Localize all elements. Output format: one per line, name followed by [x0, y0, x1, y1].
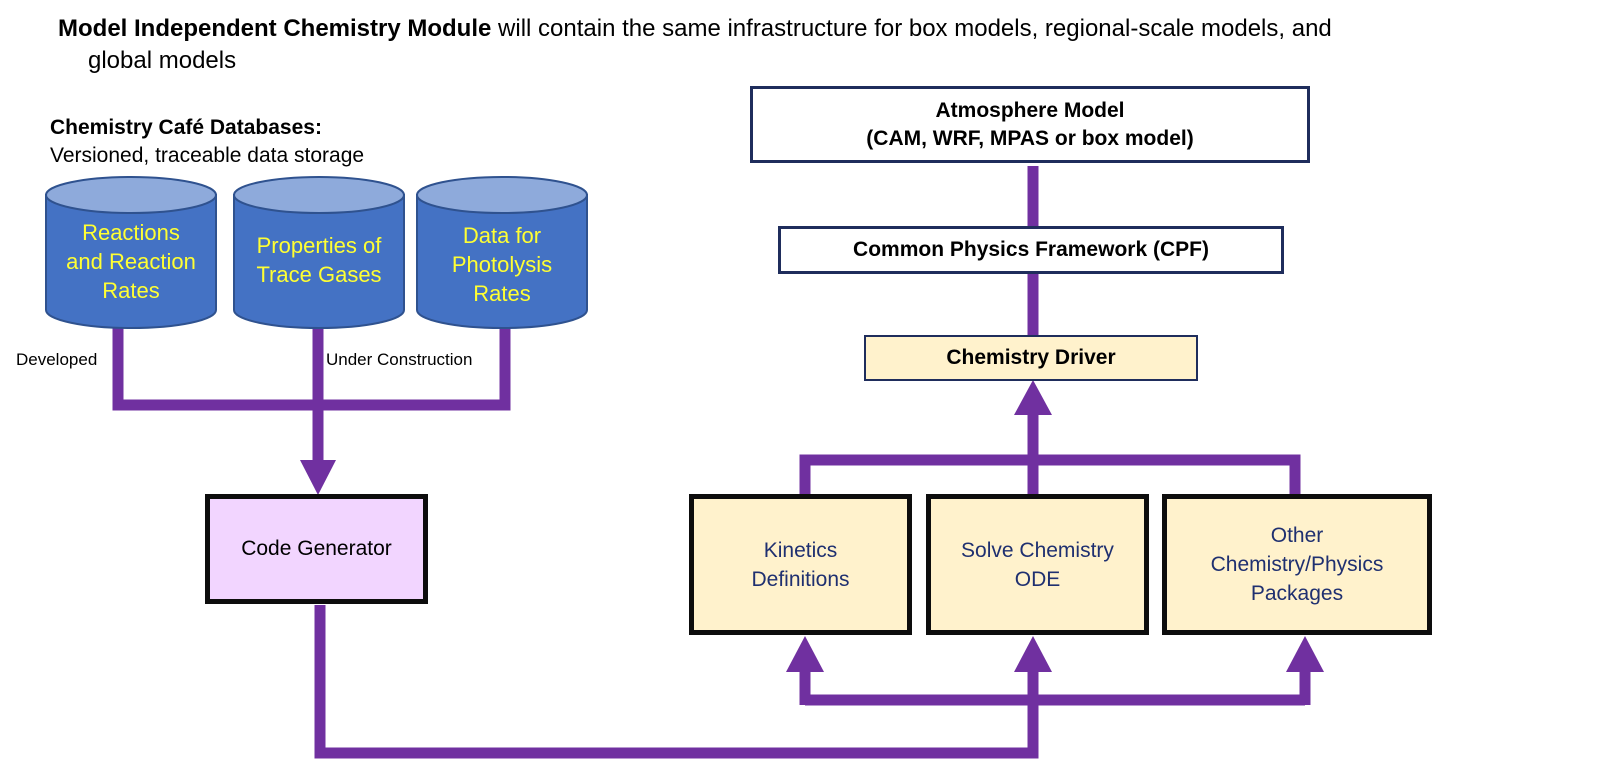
package-label-line: Packages [1250, 582, 1344, 605]
atmosphere-model-subtitle: (CAM, WRF, MPAS or box model) [866, 126, 1194, 150]
chemistry-driver-box: Chemistry Driver [864, 335, 1198, 381]
package-label-line: Other [1270, 524, 1324, 547]
databases-title: Chemistry Café Databases: [50, 116, 322, 139]
db-label-line: Trace Gases [256, 262, 382, 287]
db-label-line: Reactions [82, 220, 180, 245]
atmosphere-model-box: Atmosphere Model (CAM, WRF, MPAS or box … [750, 86, 1310, 163]
header-bold: Model Independent Chemistry Module [58, 15, 492, 42]
package-kinetics-box: Kinetics Definitions [689, 494, 912, 635]
header-line2: global models [88, 47, 237, 74]
atmosphere-model-title: Atmosphere Model [935, 98, 1125, 122]
package-label-line: ODE [1014, 567, 1061, 591]
package-label-line: Chemistry/Physics [1210, 553, 1384, 576]
db-label-line: Data for [462, 223, 542, 248]
db-label-line: and Reaction [66, 249, 196, 274]
package-solver-box: Solve Chemistry ODE [926, 494, 1149, 635]
packages-top-connector [799, 454, 1301, 500]
cylinder-shape [416, 176, 588, 329]
package-label-line: Definitions [751, 567, 850, 591]
cpf-box: Common Physics Framework (CPF) [778, 226, 1284, 274]
package-label-line: Solve Chemistry [961, 538, 1114, 562]
header-text: Model Independent Chemistry Module will … [58, 13, 1558, 77]
databases-subtitle: Versioned, traceable data storage [50, 144, 365, 167]
db-label-line: Photolysis [451, 252, 553, 277]
arrowhead-to-solver [1014, 636, 1052, 672]
db-label-line: Rates [473, 281, 531, 306]
chemistry-driver-label: Chemistry Driver [946, 346, 1116, 369]
database-properties: Properties of Trace Gases [232, 175, 406, 330]
package-other-box: Other Chemistry/Physics Packages [1162, 494, 1432, 635]
code-generator-label: Code Generator [241, 537, 392, 560]
cylinder-shape [233, 176, 405, 329]
arrowhead-to-kinetics [786, 636, 824, 672]
arrowhead-to-generator [300, 460, 336, 495]
db-connector [112, 325, 511, 411]
db-label-line: Rates [102, 278, 160, 303]
database-reactions: Reactions and Reaction Rates [44, 175, 218, 330]
arrowhead-to-other [1286, 636, 1324, 672]
status-under-construction: Under Construction [326, 350, 473, 370]
arrowhead-to-driver [1014, 380, 1052, 415]
db-label-line: Properties of [256, 233, 382, 258]
status-developed: Developed [16, 350, 98, 370]
package-label-line: Kinetics [763, 538, 838, 562]
cylinder-shape [45, 176, 217, 329]
code-generator-box: Code Generator [205, 494, 428, 604]
database-photolysis: Data for Photolysis Rates [415, 175, 589, 330]
header-rest: will contain the same infrastructure for… [491, 15, 1332, 42]
cpf-label: Common Physics Framework (CPF) [853, 238, 1209, 261]
generator-to-packages-line [314, 605, 1039, 759]
